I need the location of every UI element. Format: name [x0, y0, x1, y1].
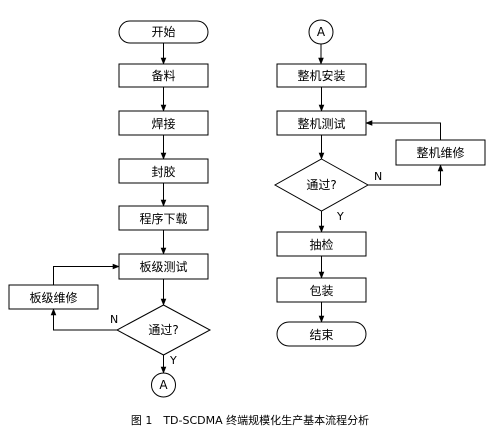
- process-sealing: 封胶: [118, 158, 209, 184]
- process-board-test: 板级测试: [118, 253, 209, 280]
- process-unit-test: 整机测试: [276, 110, 367, 136]
- unit-test-label: 整机测试: [297, 116, 345, 131]
- unit-repair-label: 整机维修: [416, 145, 464, 160]
- process-packaging: 包装: [276, 277, 367, 303]
- packaging-label: 包装: [309, 284, 333, 298]
- no-label-right: N: [374, 170, 382, 183]
- connector-a-top: A: [308, 19, 334, 45]
- arrow-repair-to-test: [53, 263, 120, 285]
- program-download-label: 程序下载: [139, 211, 187, 226]
- process-unit-repair: 整机维修: [395, 139, 486, 166]
- arrow-no-to-repair: [368, 164, 444, 186]
- decision-board-pass: 通过?: [115, 304, 212, 356]
- figure-caption: 图 1 TD-SCDMA 终端规模化生产基本流程分析: [130, 414, 370, 427]
- prepare-materials-label: 备料: [151, 69, 175, 83]
- start-label: 开始: [151, 25, 175, 39]
- yes-label-right: Y: [336, 210, 344, 223]
- yes-label: Y: [169, 354, 177, 367]
- process-board-repair: 板级维修: [8, 284, 99, 310]
- decision-board-pass-label: 通过?: [148, 323, 178, 337]
- board-test-label: 板级测试: [139, 259, 187, 274]
- assembly-label: 整机安装: [297, 68, 345, 83]
- start-terminal: 开始: [118, 20, 209, 44]
- decision-unit-pass: 通过?: [273, 158, 370, 212]
- arrow-repair-to-test: [365, 120, 441, 140]
- decision-unit-pass-label: 通过?: [306, 178, 336, 192]
- sealing-label: 封胶: [151, 164, 175, 179]
- process-welding: 焊接: [118, 110, 209, 136]
- connector-a-label: A: [159, 378, 168, 392]
- sampling-label: 抽检: [309, 237, 333, 252]
- welding-label: 焊接: [151, 116, 175, 131]
- process-sampling: 抽检: [276, 231, 367, 257]
- board-repair-label: 板级维修: [29, 290, 77, 305]
- connector-a-bottom: A: [151, 372, 176, 398]
- end-label: 结束: [309, 328, 333, 342]
- no-label: N: [110, 313, 118, 326]
- process-prepare-materials: 备料: [118, 63, 209, 88]
- connector-a-top-label: A: [317, 25, 326, 39]
- arrow-no-to-repair: [50, 308, 117, 331]
- process-program-download: 程序下载: [118, 205, 209, 231]
- end-terminal: 结束: [276, 321, 367, 347]
- process-assembly: 整机安装: [276, 63, 367, 88]
